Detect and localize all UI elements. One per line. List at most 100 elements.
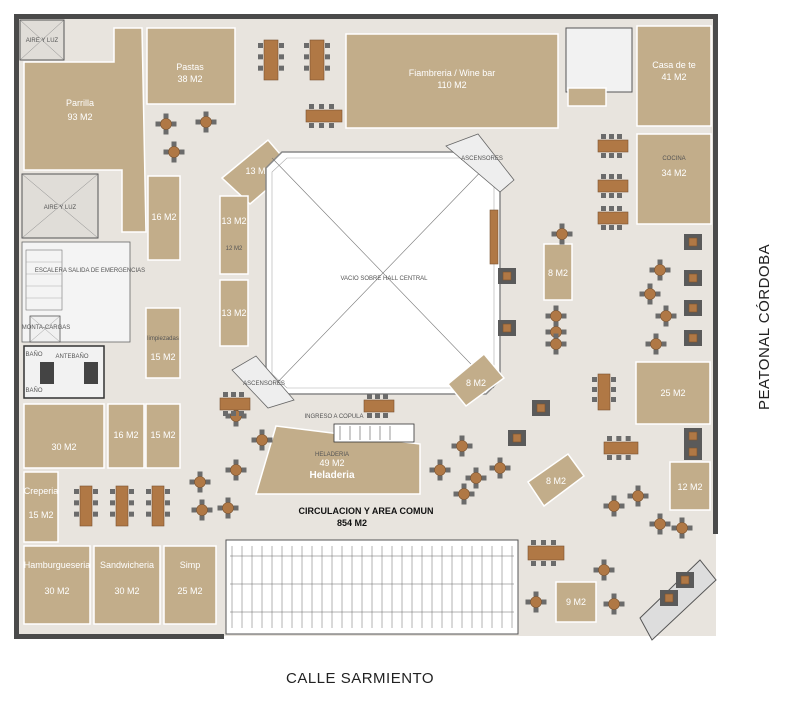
sofa-table [688, 333, 698, 343]
sofa-table [688, 273, 698, 283]
chair [231, 392, 236, 397]
round-table [550, 310, 562, 322]
chair [609, 567, 615, 573]
sandwicheria-label: Sandwicheria [100, 560, 154, 570]
sofa-table [688, 431, 698, 441]
chair [545, 313, 551, 319]
room-12b [669, 461, 711, 511]
room-creperia [23, 471, 59, 543]
chair [647, 283, 653, 289]
chair [375, 413, 380, 418]
chair [195, 119, 201, 125]
sofa-table [688, 303, 698, 313]
chair [497, 457, 503, 463]
chair [383, 413, 388, 418]
chair [279, 65, 284, 71]
chair [643, 493, 649, 499]
ingreso-label: INGRESO A COPULA [304, 414, 363, 420]
chair [663, 321, 669, 327]
room-8b-label: 8 M2 [466, 378, 486, 388]
wall-bottom-left [14, 634, 224, 639]
ascensores-top [445, 133, 515, 193]
chair [635, 501, 641, 507]
room-9-label: 9 M2 [566, 597, 586, 607]
chair [461, 499, 467, 505]
sofa-table [536, 403, 546, 413]
room-12b-label: 12 M2 [677, 482, 702, 492]
chair [617, 206, 622, 211]
chair [617, 134, 622, 139]
chair [616, 455, 622, 460]
chair [607, 455, 612, 460]
room-13b [219, 195, 249, 275]
heladeria-area: 49 M2 [319, 458, 344, 468]
chair [541, 561, 546, 566]
chair [453, 491, 459, 497]
chair [657, 529, 663, 535]
chair [545, 329, 551, 335]
chair [655, 313, 661, 319]
round-table [608, 598, 620, 610]
circulacion-area: 854 M2 [337, 518, 367, 528]
chair [461, 483, 467, 489]
chair [687, 525, 693, 531]
chair [146, 500, 151, 506]
chair [163, 113, 169, 119]
sofa-table [664, 593, 674, 603]
chair [146, 489, 151, 494]
fiambreria-label: Fiambreria / Wine bar [409, 68, 496, 78]
chair [165, 500, 170, 506]
chair [601, 575, 607, 581]
chair [625, 455, 631, 460]
chair [171, 121, 177, 127]
chair [531, 540, 536, 545]
furniture [74, 39, 702, 615]
bano-fixture-2 [84, 362, 98, 384]
round-table [200, 116, 212, 128]
chair [601, 225, 606, 230]
chair [525, 599, 531, 605]
parrilla-area: 93 M2 [67, 112, 92, 122]
chair [533, 607, 539, 613]
casa-te-label: Casa de te [652, 60, 696, 70]
hamburgueseria-area: 30 M2 [44, 586, 69, 596]
chair [601, 559, 607, 565]
parrilla-label: Parrilla [66, 98, 94, 108]
chair [655, 291, 661, 297]
creperia-area: 15 M2 [28, 510, 53, 520]
street-bottom: CALLE SARMIENTO [286, 670, 434, 687]
chair [279, 54, 284, 60]
chair [592, 377, 597, 382]
sofa-table [502, 323, 512, 333]
round-table [456, 440, 468, 452]
round-table [556, 228, 568, 240]
chair [601, 174, 606, 179]
room-sandwicheria [93, 545, 161, 625]
round-table [160, 118, 172, 130]
long-table [115, 485, 129, 527]
colonnade-grid [230, 546, 514, 628]
chair [189, 479, 195, 485]
long-table [597, 373, 611, 411]
round-table [632, 490, 644, 502]
antebano-label: ANTEBAÑO [55, 353, 88, 360]
chair [649, 267, 655, 273]
heladeria-top: HELADERIA [315, 452, 349, 458]
chair [489, 465, 495, 471]
room-13c [219, 279, 249, 347]
chair [609, 174, 614, 179]
chair [129, 500, 134, 506]
chair [171, 157, 177, 163]
chair [233, 475, 239, 481]
round-table [650, 338, 662, 350]
round-table [550, 338, 562, 350]
chair [383, 394, 388, 399]
round-table [608, 500, 620, 512]
room-9 [555, 581, 597, 623]
chair [197, 487, 203, 493]
chair [319, 123, 324, 128]
round-table [470, 472, 482, 484]
chair [93, 500, 98, 506]
chair [497, 473, 503, 479]
chair [325, 54, 330, 60]
